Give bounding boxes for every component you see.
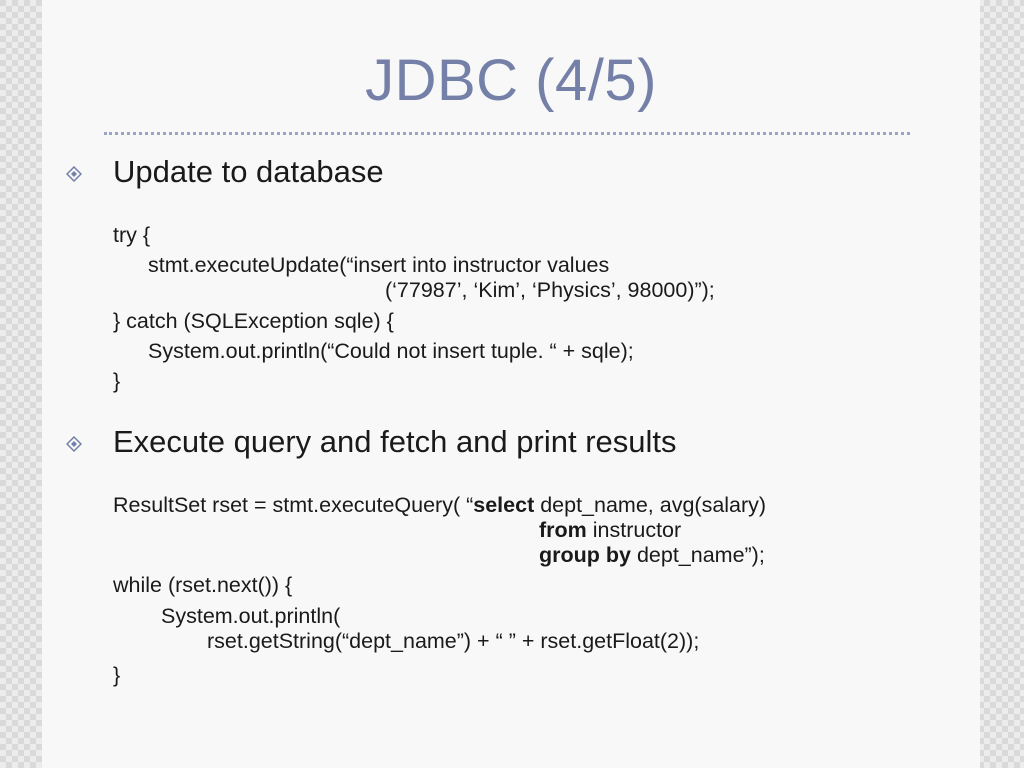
code-line: ResultSet rset = stmt.executeQuery( “sel…: [113, 493, 767, 517]
diamond-bullet-icon: [66, 166, 82, 182]
bullet-heading-update: Update to database: [113, 154, 384, 189]
sql-keyword: from: [539, 518, 587, 542]
title-divider: [104, 132, 910, 135]
sql-keyword: group by: [539, 543, 631, 567]
code-line: }: [113, 369, 121, 393]
slide: JDBC (4/5) Update to database try { stmt…: [42, 0, 980, 768]
code-line: stmt.executeUpdate(“insert into instruct…: [148, 253, 610, 277]
code-line: try {: [113, 223, 151, 247]
sql-keyword: select: [473, 493, 535, 517]
code-line: } catch (SQLException sqle) {: [113, 309, 394, 333]
code-line: (‘77987’, ‘Kim’, ‘Physics’, 98000)”);: [385, 278, 715, 302]
code-line: System.out.println(“Could not insert tup…: [148, 339, 634, 363]
code-line: from instructor: [539, 518, 682, 542]
code-line: rset.getString(“dept_name”) + “ ” + rset…: [207, 629, 700, 653]
code-line: group by dept_name”);: [539, 543, 765, 567]
code-line: while (rset.next()) {: [113, 573, 293, 597]
slide-title: JDBC (4/5): [365, 48, 657, 113]
code-line: }: [113, 663, 121, 687]
code-text: instructor: [586, 518, 682, 542]
bullet-heading-query: Execute query and fetch and print result…: [113, 424, 677, 459]
code-text: ResultSet rset = stmt.executeQuery( “: [113, 493, 474, 517]
code-text: dept_name, avg(salary): [534, 493, 767, 517]
code-line: System.out.println(: [161, 604, 341, 628]
code-text: dept_name”);: [630, 543, 765, 567]
diamond-bullet-icon: [66, 436, 82, 452]
